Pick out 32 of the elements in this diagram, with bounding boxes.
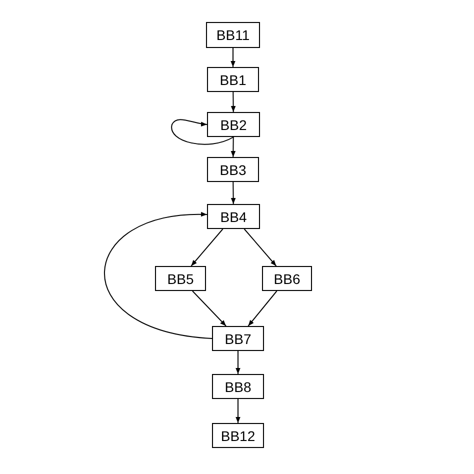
arrow [230, 136, 236, 158]
process-box [212, 423, 264, 448]
process-box [207, 112, 260, 137]
process-box [207, 67, 259, 92]
arrow [244, 228, 277, 266]
node-label: BB4 [220, 208, 247, 224]
process-box [206, 22, 260, 48]
process-box [262, 266, 312, 291]
arrow [230, 182, 236, 204]
node-label: BB6 [274, 270, 300, 286]
node-label: BB3 [220, 162, 246, 178]
node-label: BB2 [220, 116, 247, 132]
process-box [207, 157, 259, 182]
node-label: BB12 [220, 428, 256, 444]
process-box [212, 326, 264, 351]
arrow [171, 119, 234, 145]
node-label: BB11 [216, 27, 250, 43]
arrow [248, 290, 278, 326]
node-label: BB7 [224, 330, 252, 346]
process-box [207, 204, 260, 229]
process-box [212, 374, 264, 399]
arrow [230, 48, 236, 68]
arrow [104, 212, 212, 339]
arrow [236, 398, 240, 424]
arrow [190, 228, 224, 266]
process-box [155, 266, 206, 291]
node-label: BB1 [220, 72, 246, 88]
arrow [236, 350, 240, 374]
node-label: BB5 [167, 270, 194, 286]
arrow [230, 92, 236, 112]
node-label: BB8 [224, 378, 252, 394]
arrow [192, 290, 227, 326]
